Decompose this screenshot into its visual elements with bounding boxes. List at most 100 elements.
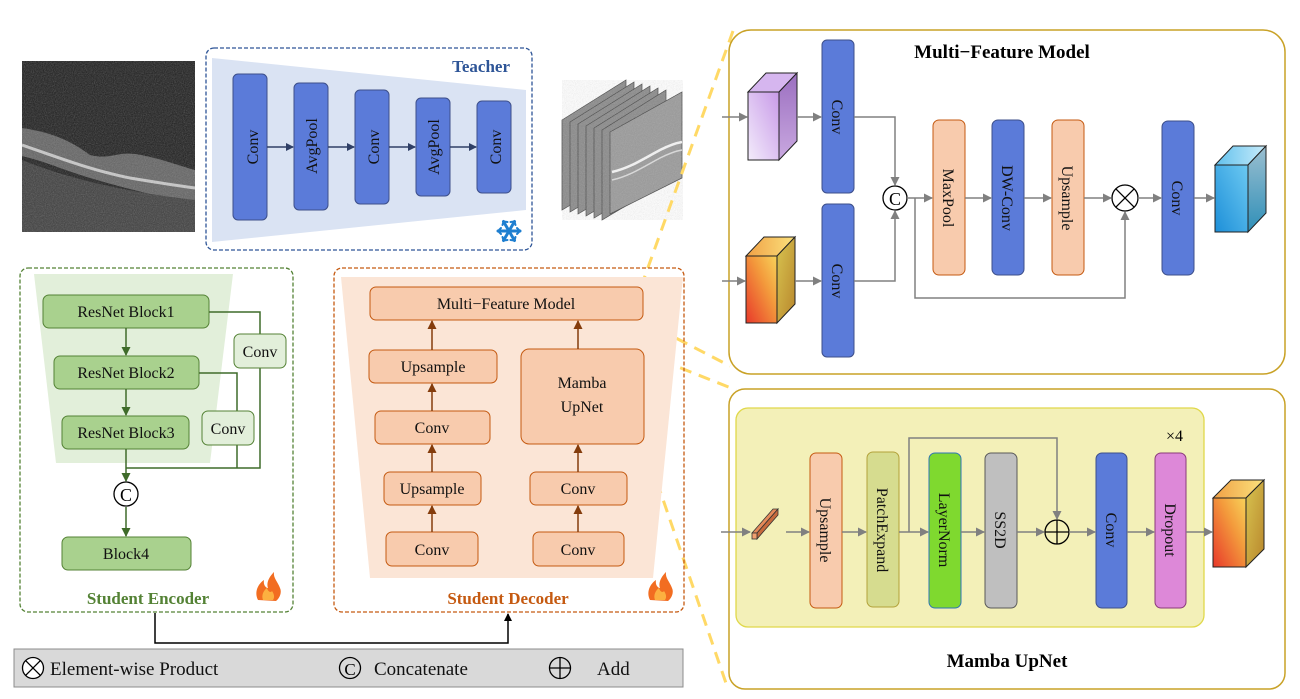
oplus-icon bbox=[548, 656, 572, 680]
svg-text:Conv: Conv bbox=[828, 264, 845, 299]
decoder-upsample-2: Upsample bbox=[383, 471, 482, 506]
legend-label-product: Element-wise Product bbox=[50, 659, 219, 680]
svg-text:Conv: Conv bbox=[561, 481, 596, 498]
svg-text:AvgPool: AvgPool bbox=[304, 118, 321, 174]
svg-text:ResNet Block1: ResNet Block1 bbox=[77, 304, 174, 321]
svg-text:Conv: Conv bbox=[561, 542, 596, 559]
svg-text:AvgPool: AvgPool bbox=[426, 119, 443, 175]
svg-text:MaxPool: MaxPool bbox=[939, 169, 956, 228]
svg-text:Upsample: Upsample bbox=[816, 498, 833, 563]
oplus-icon bbox=[1044, 519, 1070, 545]
blue-output-cube bbox=[1213, 144, 1268, 234]
svg-text:Conv: Conv bbox=[415, 420, 450, 437]
concat-icon: C bbox=[338, 656, 362, 680]
mamba-output-cube bbox=[1211, 478, 1266, 569]
mfm-conv-top: Conv bbox=[821, 39, 855, 194]
decoder-conv-4: Conv bbox=[532, 531, 625, 567]
svg-text:UpNet: UpNet bbox=[561, 399, 604, 416]
mfm-output-conv: Conv bbox=[1161, 120, 1195, 276]
svg-text:Block4: Block4 bbox=[103, 546, 149, 563]
decoder-upsample-1: Upsample bbox=[368, 349, 498, 384]
legend: Element-wise Product C Concatenate Add bbox=[13, 648, 684, 688]
decoder-title: Student Decoder bbox=[447, 589, 569, 608]
svg-text:Dropout: Dropout bbox=[1161, 503, 1178, 557]
encoder-concat-node: C bbox=[113, 481, 139, 507]
oct-input-image bbox=[22, 61, 195, 232]
otimes-icon bbox=[1111, 184, 1139, 212]
mfm-maxpool: MaxPool bbox=[932, 119, 966, 276]
encoder-side-conv-2: Conv bbox=[201, 410, 255, 446]
svg-text:ResNet Block2: ResNet Block2 bbox=[77, 365, 174, 382]
feature-stack-image bbox=[561, 79, 683, 221]
mfm-upsample: Upsample bbox=[1051, 119, 1085, 276]
fire-icon bbox=[256, 572, 281, 601]
svg-text:ResNet Block3: ResNet Block3 bbox=[77, 425, 174, 442]
svg-text:SS2D: SS2D bbox=[991, 511, 1008, 548]
multi-feature-model-panel: Multi−Feature Model Conv Conv C MaxPo bbox=[722, 29, 1286, 375]
teacher-block-avgpool-2: AvgPool bbox=[415, 97, 451, 197]
mamba-layernorm: LayerNorm bbox=[928, 452, 962, 609]
mamba-upnet-panel: ×4 Mamba UpNet Upsample PatchExpand Laye… bbox=[721, 388, 1286, 690]
svg-text:C: C bbox=[344, 660, 355, 679]
mfm-conv-bottom: Conv bbox=[821, 203, 855, 358]
svg-text:Conv: Conv bbox=[211, 421, 246, 438]
mamba-upsample: Upsample bbox=[809, 452, 843, 609]
mfm-concat-node: C bbox=[882, 185, 908, 211]
svg-text:Conv: Conv bbox=[245, 130, 262, 165]
svg-text:DW-Conv: DW-Conv bbox=[998, 165, 1015, 231]
block-4: Block4 bbox=[61, 536, 192, 571]
svg-text:Upsample: Upsample bbox=[400, 481, 465, 498]
mamba-dropout: Dropout bbox=[1154, 452, 1187, 609]
svg-text:Conv: Conv bbox=[488, 130, 505, 165]
patch-token-bar bbox=[751, 507, 779, 541]
svg-text:Conv: Conv bbox=[1168, 181, 1185, 216]
teacher-block-avgpool-1: AvgPool bbox=[293, 82, 329, 211]
mfm-title: Multi−Feature Model bbox=[914, 42, 1090, 63]
repeat-label: ×4 bbox=[1166, 428, 1183, 445]
mamba-upnet-title: Mamba UpNet bbox=[947, 651, 1069, 672]
mamba-conv: Conv bbox=[1095, 452, 1128, 609]
fire-icon bbox=[648, 572, 673, 601]
svg-text:Conv: Conv bbox=[366, 130, 383, 165]
purple-feature-cube bbox=[746, 71, 799, 162]
decoder-arrows bbox=[427, 320, 583, 532]
student-decoder-panel: Student Decoder Multi−Feature Model Upsa… bbox=[333, 267, 685, 613]
svg-text:Mamba: Mamba bbox=[558, 375, 607, 392]
decoder-mamba-upnet: Mamba UpNet bbox=[520, 348, 645, 445]
mamba-ss2d: SS2D bbox=[984, 452, 1018, 609]
svg-text:Upsample: Upsample bbox=[1058, 166, 1075, 231]
teacher-block-conv-1: Conv bbox=[232, 73, 268, 221]
encoder-to-decoder-arrow bbox=[154, 613, 512, 644]
svg-text:Conv: Conv bbox=[1102, 513, 1119, 548]
mamba-arrows bbox=[721, 437, 1213, 537]
teacher-block-conv-3: Conv bbox=[476, 100, 512, 194]
svg-text:PatchExpand: PatchExpand bbox=[873, 488, 890, 572]
legend-label-add: Add bbox=[597, 659, 630, 680]
mfm-dw-conv: DW-Conv bbox=[991, 119, 1025, 276]
mamba-repeat-block bbox=[735, 407, 1205, 628]
resnet-block-1: ResNet Block1 bbox=[42, 294, 210, 329]
decoder-conv-1: Conv bbox=[374, 410, 491, 445]
svg-text:C: C bbox=[120, 485, 132, 505]
snowflake-icon bbox=[496, 220, 522, 242]
svg-text:Conv: Conv bbox=[828, 100, 845, 135]
teacher-block-conv-2: Conv bbox=[354, 89, 390, 205]
resnet-block-2: ResNet Block2 bbox=[53, 355, 200, 390]
decoder-multi-feature-model: Multi−Feature Model bbox=[369, 286, 644, 321]
svg-text:Multi−Feature Model: Multi−Feature Model bbox=[437, 296, 576, 313]
mfm-arrows bbox=[722, 112, 1215, 299]
teacher-panel: Teacher Conv AvgPool Conv AvgPool Conv bbox=[205, 47, 533, 251]
encoder-title: Student Encoder bbox=[87, 589, 210, 608]
svg-text:C: C bbox=[889, 189, 901, 209]
mamba-patchexpand: PatchExpand bbox=[866, 451, 900, 608]
decoder-conv-3: Conv bbox=[529, 471, 628, 506]
student-encoder-panel: Student Encoder ResNet Block1 ResNet Blo… bbox=[19, 267, 294, 613]
svg-text:LayerNorm: LayerNorm bbox=[935, 493, 952, 568]
decoder-conv-2: Conv bbox=[385, 531, 479, 567]
resnet-block-3: ResNet Block3 bbox=[61, 415, 190, 450]
encoder-side-conv-1: Conv bbox=[233, 333, 287, 369]
fire-feature-cube bbox=[744, 235, 797, 325]
svg-text:Conv: Conv bbox=[415, 542, 450, 559]
otimes-icon bbox=[21, 656, 45, 680]
